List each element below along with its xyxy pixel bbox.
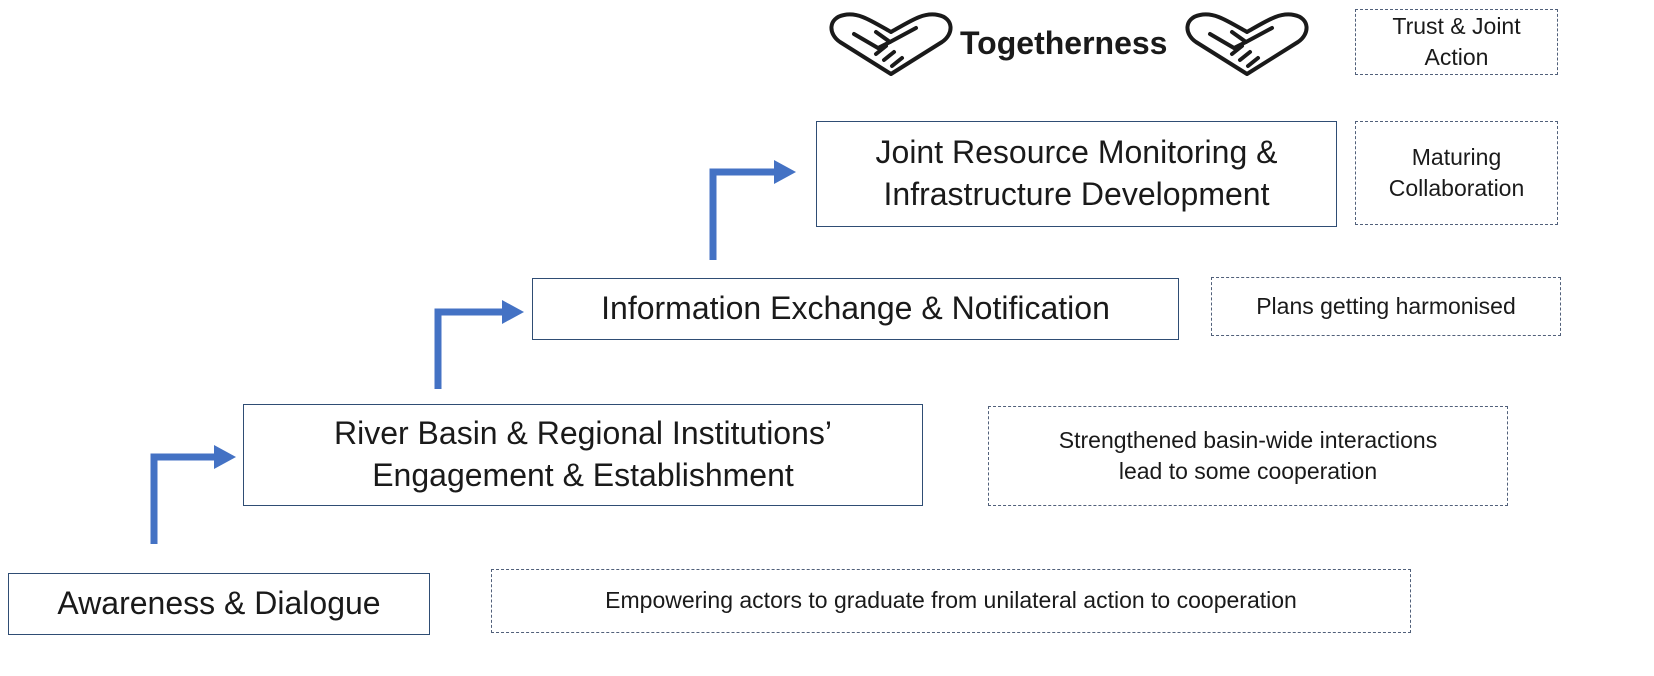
togetherness-label: Togetherness xyxy=(960,24,1168,61)
step-arrowhead-2 xyxy=(502,300,524,324)
outcome-maturing-collaboration: Maturing Collaboration xyxy=(1355,121,1558,225)
outcome-plans-harmonised: Plans getting harmonised xyxy=(1211,277,1561,336)
stage-awareness-dialogue: Awareness & Dialogue xyxy=(8,573,430,635)
step-arrow-3 xyxy=(709,168,776,260)
step-arrowhead-1 xyxy=(214,445,236,469)
step-arrow-2 xyxy=(434,308,504,389)
stage-information-exchange: Information Exchange & Notification xyxy=(532,278,1179,340)
stage-joint-monitoring: Joint Resource Monitoring & Infrastructu… xyxy=(816,121,1337,227)
outcome-strengthened-interactions: Strengthened basin-wide interactions lea… xyxy=(988,406,1508,506)
step-arrowhead-3 xyxy=(774,160,796,184)
handshake-heart-icon xyxy=(1185,12,1309,76)
step-arrow-1 xyxy=(150,453,216,544)
outcome-empowering-actors: Empowering actors to graduate from unila… xyxy=(491,569,1411,633)
stage-river-basin-institutions: River Basin & Regional Institutions’ Eng… xyxy=(243,404,923,506)
handshake-heart-icon xyxy=(829,12,953,76)
outcome-trust-joint-action: Trust & Joint Action xyxy=(1355,9,1558,75)
